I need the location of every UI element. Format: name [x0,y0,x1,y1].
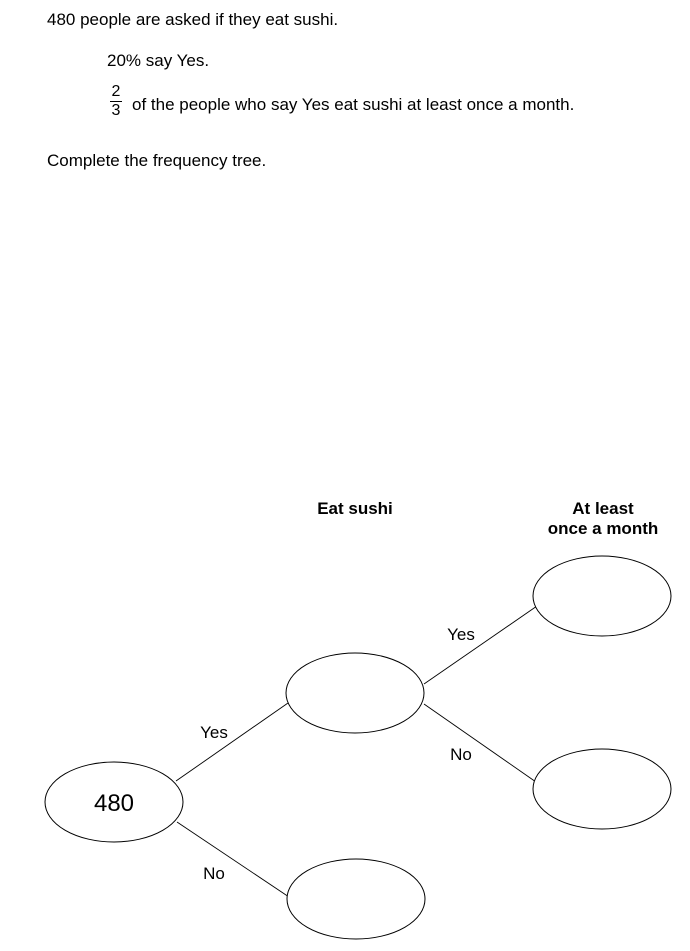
node-eat-sushi-no[interactable] [286,858,426,940]
root-value: 480 [94,790,134,817]
node-eat-sushi-yes[interactable] [285,652,425,734]
fraction-numerator: 2 [111,83,121,100]
percent-statement: 20% say Yes. [107,51,210,70]
fraction-statement: of the people who say Yes eat sushi at l… [132,95,575,114]
branch-first-no [176,821,290,898]
node-monthly-yes[interactable] [532,555,672,637]
node-root [44,761,184,843]
instruction: Complete the frequency tree. [47,151,267,170]
question-intro: 480 people are asked if they eat sushi. [47,10,339,29]
branch-second-no [423,703,537,783]
label-first-yes: Yes [200,723,228,742]
fraction-two-thirds: 2 3 [106,83,126,120]
branch-second-yes [423,605,538,685]
fraction-bar [110,101,122,102]
header-once-a-month: once a month [548,519,659,538]
label-first-no: No [203,864,225,883]
node-monthly-no[interactable] [532,748,672,830]
label-second-no: No [450,745,472,764]
branch-first-yes [175,702,289,782]
header-eat-sushi: Eat sushi [317,499,393,518]
label-second-yes: Yes [447,625,475,644]
fraction-denominator: 3 [111,102,121,119]
header-at-least: At least [572,499,634,518]
